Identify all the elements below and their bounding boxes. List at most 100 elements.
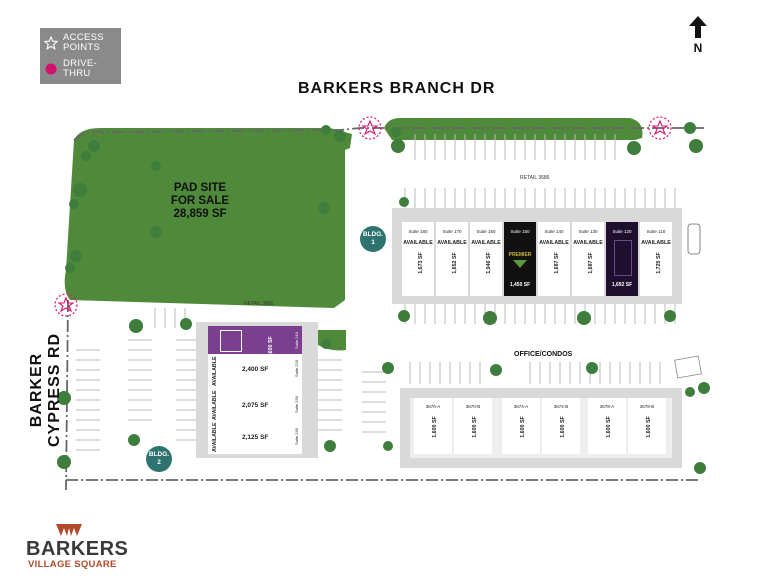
unit-3674-b[interactable]: 3674-B 1,600 SF <box>542 398 580 454</box>
suite-210[interactable]: 1,600 SF Suite 210 <box>208 326 302 358</box>
bldg2-marker-number: 2 <box>157 459 161 466</box>
bldg1-suites: Suite 180 AVAILABLE 1,673 SF Suite 170 A… <box>402 222 673 296</box>
suite-sf: 1,725 SF <box>655 252 662 274</box>
suite-sf: 1,687 SF <box>553 252 560 274</box>
suite-sf: 1,687 SF <box>587 252 594 274</box>
unit-sf: 1,600 SF <box>559 416 566 438</box>
unit-sf: 2,075 SF <box>242 402 269 409</box>
unit-status: AVAILABLE <box>212 390 218 420</box>
suite-150[interactable]: Suite 150 PREMIER 1,450 SF <box>504 222 537 296</box>
bldg1-retail-label: RETAIL 3686 <box>520 175 550 181</box>
bldg2-units: 1,600 SF Suite 210 AVAILABLE 2,400 SF Su… <box>208 326 304 455</box>
unit-name: 3678-B <box>639 404 655 409</box>
pad-site-lawn <box>64 128 353 308</box>
tenant-logo <box>220 330 242 352</box>
unit-status: AVAILABLE <box>212 422 218 452</box>
north-label: N <box>693 41 703 55</box>
drive-thru-icon <box>45 63 57 75</box>
access-point-icon <box>44 36 58 50</box>
bldg1-marker-number: 1 <box>371 239 375 246</box>
unit-sf: 1,600 SF <box>519 416 526 438</box>
bldg1-marker-label: BLDG. <box>362 231 384 238</box>
unit-sf: 2,125 SF <box>242 434 269 441</box>
unit-name: 3670-A <box>425 404 441 409</box>
access-points <box>54 116 672 317</box>
unit-sf: 1,600 SF <box>645 416 652 438</box>
suite-status: AVAILABLE <box>403 240 433 246</box>
suite-status: AVAILABLE <box>539 240 569 246</box>
pad-site-label: PAD SITE FOR SALE 28,859 SF <box>150 182 250 221</box>
unit-name: 3674-A <box>513 404 529 409</box>
suite-sf: 1,692 SF <box>611 282 633 288</box>
unit-sf: 1,600 SF <box>471 416 478 438</box>
legend-drive-thru-label: DRIVE-THRU <box>63 58 97 79</box>
pad-site-line1: PAD SITE <box>173 182 227 194</box>
unit-suite: Suite 220 <box>293 360 299 377</box>
suite-name: Suite 150 <box>510 229 530 234</box>
logo-mark-icon <box>56 524 82 536</box>
suite-name: Suite 140 <box>544 229 564 234</box>
legend-access-label: ACCESS POINTS <box>63 32 104 53</box>
legend: ACCESS POINTS DRIVE-THRU <box>40 28 121 84</box>
unit-name: 3670-B <box>465 404 481 409</box>
suite-sf: 1,673 SF <box>417 252 424 274</box>
suite-160[interactable]: Suite 160 AVAILABLE 1,946 SF <box>470 222 503 296</box>
unit-3674-a[interactable]: 3674-A 1,600 SF <box>502 398 540 454</box>
suite-130[interactable]: Suite 130 AVAILABLE 1,687 SF <box>572 222 605 296</box>
road-barker-cypress: BARKER CYPRESS RD <box>28 332 63 448</box>
pad-site-size: 28,859 SF <box>173 208 227 220</box>
pad-site-line2: FOR SALE <box>170 195 230 207</box>
unit-suite: Suite 230 <box>293 396 299 413</box>
unit-3678-a[interactable]: 3678-A 1,600 SF <box>588 398 626 454</box>
road-barkers-branch: BARKERS BRANCH DR <box>298 80 496 97</box>
suite-name: Suite 170 <box>442 229 462 234</box>
logo-title: BARKERS <box>26 538 129 560</box>
logo-subtitle: VILLAGE SQUARE <box>28 559 117 570</box>
suite-120[interactable]: Suite 120 1,692 SF <box>606 222 639 296</box>
suite-name: Suite 180 <box>408 229 428 234</box>
trees <box>57 122 710 474</box>
suite-170[interactable]: Suite 170 AVAILABLE 1,652 SF <box>436 222 469 296</box>
suite-status: AVAILABLE <box>641 240 671 246</box>
suite-240[interactable]: AVAILABLE 2,125 SF Suite 240 <box>208 422 302 455</box>
unit-sf: 1,600 SF <box>605 416 612 438</box>
tenant-logo <box>614 240 632 276</box>
suite-sf: 1,450 SF <box>509 282 531 288</box>
suite-name: Suite 160 <box>476 229 496 234</box>
unit-3670-b[interactable]: 3670-B 1,600 SF <box>454 398 492 454</box>
unit-name: 3674-B <box>553 404 569 409</box>
suite-status: AVAILABLE <box>471 240 501 246</box>
office-units: 3670-A 1,600 SF 3670-B 1,600 SF 3674-A 1… <box>410 398 672 458</box>
bldg2-retail-label: RETAIL 3660 <box>244 301 274 307</box>
north-arrow-icon <box>689 16 707 38</box>
suite-sf: 1,652 SF <box>451 252 458 274</box>
tenant-logo: PREMIER <box>508 252 532 258</box>
suite-220[interactable]: AVAILABLE 2,400 SF Suite 220 <box>208 354 302 391</box>
unit-name: 3678-A <box>599 404 615 409</box>
suite-name: Suite 110 <box>646 229 666 234</box>
unit-3670-a[interactable]: 3670-A 1,600 SF <box>414 398 452 454</box>
unit-status: AVAILABLE <box>212 356 218 386</box>
tenant-logo-icon <box>513 260 527 268</box>
unit-sf: 1,600 SF <box>431 416 438 438</box>
suite-name: Suite 120 <box>612 229 632 234</box>
suite-name: Suite 130 <box>578 229 598 234</box>
suite-140[interactable]: Suite 140 AVAILABLE 1,687 SF <box>538 222 571 296</box>
unit-sf: 2,400 SF <box>242 366 269 373</box>
office-condos-label: OFFICE/CONDOS <box>514 351 573 358</box>
unit-suite: Suite 210 <box>293 332 299 349</box>
unit-3678-b[interactable]: 3678-B 1,600 SF <box>628 398 666 454</box>
suite-230[interactable]: AVAILABLE 2,075 SF Suite 230 <box>208 390 302 423</box>
legend-access-points: ACCESS POINTS <box>44 33 111 53</box>
north-arrow: N <box>688 16 708 55</box>
bldg2-marker-label: BLDG. <box>148 451 170 458</box>
suite-180[interactable]: Suite 180 AVAILABLE 1,673 SF <box>402 222 435 296</box>
bldg1-marker: BLDG. 1 <box>360 226 386 252</box>
unit-suite: Suite 240 <box>293 428 299 445</box>
suite-status: AVAILABLE <box>573 240 603 246</box>
suite-status: AVAILABLE <box>437 240 467 246</box>
suite-sf: 1,946 SF <box>485 252 492 274</box>
legend-drive-thru: DRIVE-THRU <box>44 59 111 79</box>
suite-110[interactable]: Suite 110 AVAILABLE 1,725 SF <box>640 222 673 296</box>
bldg2-marker: BLDG. 2 <box>146 446 172 472</box>
